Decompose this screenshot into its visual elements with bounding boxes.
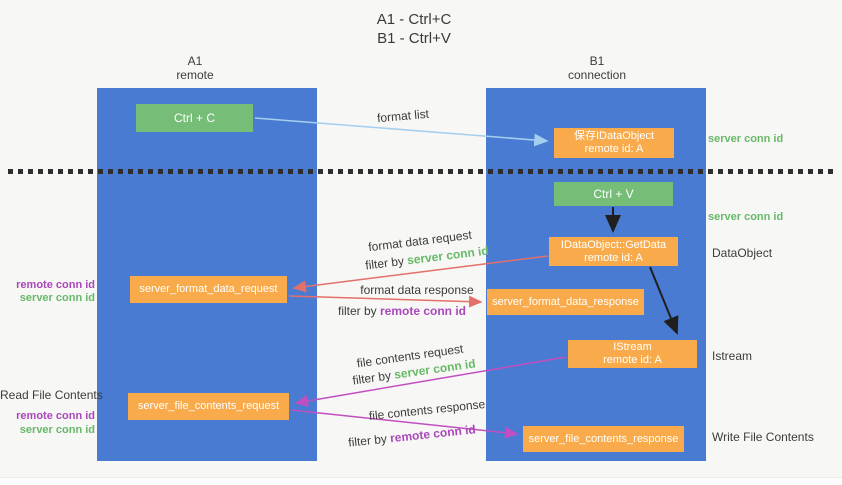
server-file-contents-response-box: server_file_contents_response xyxy=(523,426,684,452)
column-header-a1: A1 remote xyxy=(125,54,265,82)
column-header-b1: B1 connection xyxy=(527,54,667,82)
server-format-data-request-box: server_format_data_request xyxy=(130,276,287,303)
idataobject-getdata-box: IDataObject::GetData remote id: A xyxy=(549,237,678,266)
machine-boundary-dotted-line xyxy=(8,169,836,174)
column-a1-name: A1 xyxy=(187,54,203,68)
remote-conn-id-label-left-bottom: remote conn id xyxy=(16,410,95,422)
istream-box: IStream remote id: A xyxy=(568,340,697,368)
format-request-label: server_format_data_request xyxy=(139,283,278,295)
save-idataobject-box: 保存IDataObject remote id: A xyxy=(554,128,674,158)
file-response-label: server_file_contents_response xyxy=(528,432,679,445)
file-request-label: server_file_contents_request xyxy=(137,400,280,412)
title-line-1: A1 - Ctrl+C xyxy=(376,11,452,28)
column-b1-name: B1 xyxy=(589,54,605,68)
format-response-filter-label: filter by remote conn id xyxy=(338,304,466,318)
istream-line1: IStream xyxy=(613,341,652,353)
ctrl-v-label: Ctrl + V xyxy=(593,186,634,201)
server-conn-id-label-mid: server conn id xyxy=(708,211,784,223)
ctrl-v-box: Ctrl + V xyxy=(554,182,673,206)
istream-label: Istream xyxy=(712,349,753,363)
server-file-contents-request-box: server_file_contents_request xyxy=(128,393,289,420)
save-idataobject-line2: remote id: A xyxy=(584,143,644,155)
file-response-filter-label: filter by remote conn id xyxy=(348,422,477,449)
column-a1-subtitle: remote xyxy=(176,68,214,82)
istream-line2: remote id: A xyxy=(603,354,662,366)
getdata-line1: IDataObject::GetData xyxy=(560,238,667,251)
diagram-title: A1 - Ctrl+C B1 - Ctrl+V xyxy=(309,10,519,48)
format-response-label: server_format_data_response xyxy=(492,295,639,308)
remote-conn-id-text: remote conn id xyxy=(380,304,467,318)
save-idataobject-line1: 保存IDataObject xyxy=(573,130,655,142)
write-file-contents-label: Write File Contents xyxy=(712,430,814,444)
dataobject-label: DataObject xyxy=(712,246,773,260)
filter-by-text: filter by xyxy=(364,253,408,273)
server-format-data-response-box: server_format_data_response xyxy=(487,289,644,315)
format-list-arrow-label: format list xyxy=(376,106,430,126)
filter-by-text: filter by xyxy=(347,431,391,450)
title-line-2: B1 - Ctrl+V xyxy=(377,30,451,47)
format-data-response-arrow-label: format data response xyxy=(360,283,474,297)
filter-by-text: filter by xyxy=(351,367,396,388)
bottom-edge xyxy=(0,477,842,485)
filter-by-text: filter by xyxy=(337,304,380,318)
remote-conn-id-label-left-top: remote conn id xyxy=(16,279,95,291)
ctrl-c-box: Ctrl + C xyxy=(136,104,253,132)
server-conn-id-label-left-top: server conn id xyxy=(19,292,95,304)
server-conn-id-label-left-bottom: server conn id xyxy=(19,424,95,436)
remote-conn-id-text: remote conn id xyxy=(389,422,477,446)
getdata-line2: remote id: A xyxy=(584,251,643,264)
file-contents-response-arrow-label: file contents response xyxy=(368,396,486,424)
column-b1-subtitle: connection xyxy=(567,68,627,82)
read-file-contents-label: Read File Contents xyxy=(0,388,103,402)
server-conn-id-label-top: server conn id xyxy=(708,133,784,145)
ctrl-c-label: Ctrl + C xyxy=(173,110,215,125)
